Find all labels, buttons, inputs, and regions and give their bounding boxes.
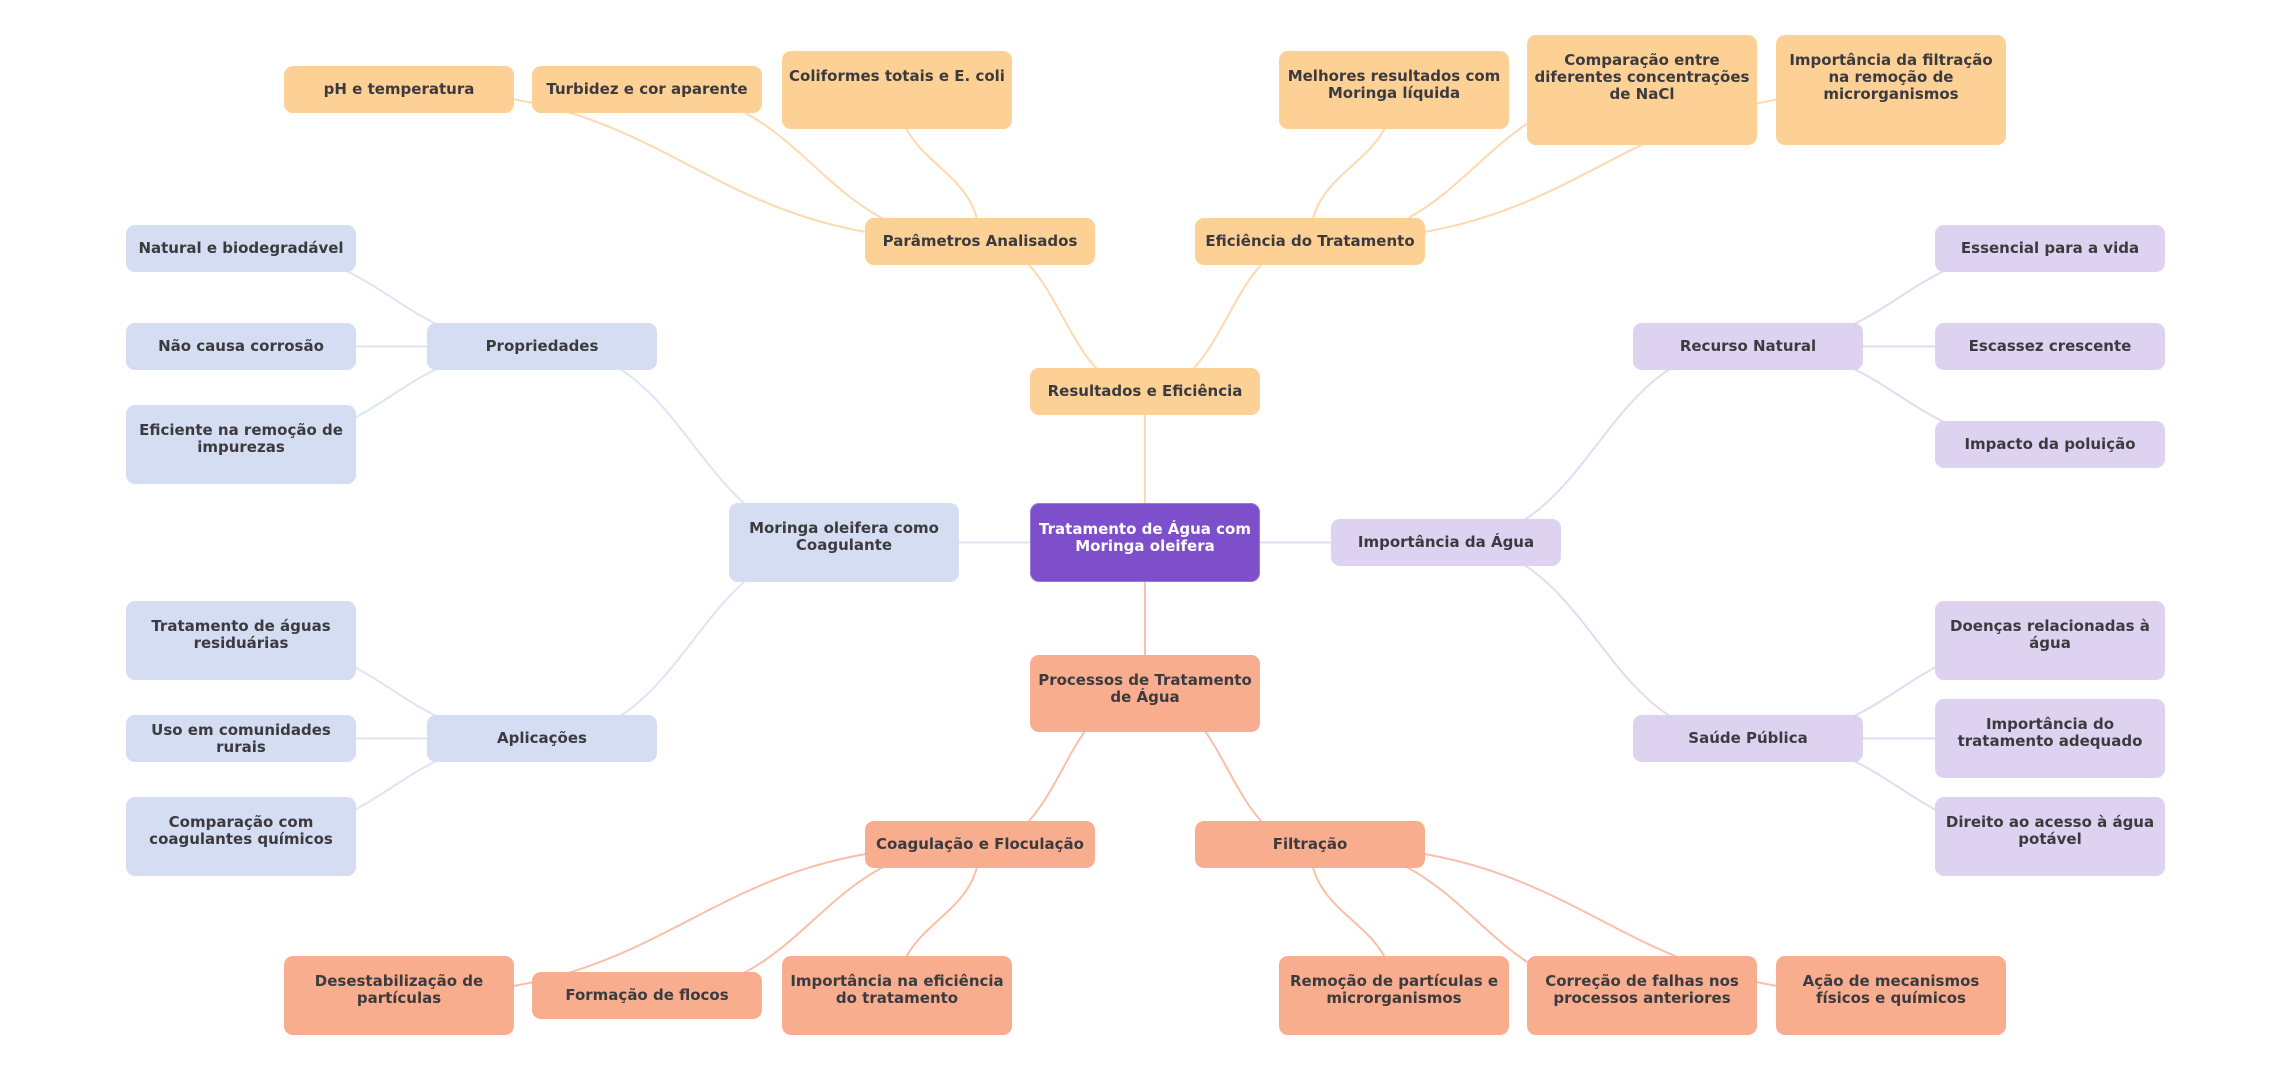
node-label: Parâmetros Analisados	[882, 232, 1078, 250]
node-parametros-analisados[interactable]: Parâmetros Analisados	[865, 218, 1095, 265]
node-label: Turbidez e cor aparente	[546, 80, 748, 98]
node-propriedades[interactable]: Propriedades	[427, 323, 657, 370]
node-label: Propriedades	[485, 337, 599, 355]
node-label: Formação de flocos	[565, 986, 729, 1004]
node-desestabilizacao[interactable]: Desestabilização de partículas	[284, 956, 514, 1035]
node-aguas-residuarias[interactable]: Tratamento de águas residuárias	[126, 601, 356, 680]
node-label: Importância da filtração na remoção de m…	[1789, 51, 1993, 103]
node-label: Ação de mecanismos físicos e químicos	[1802, 972, 1980, 1007]
node-formacao-flocos[interactable]: Formação de flocos	[532, 972, 762, 1019]
node-saude-publica[interactable]: Saúde Pública	[1633, 715, 1863, 762]
node-label: Eficiência do Tratamento	[1205, 232, 1415, 250]
node-label: Natural e biodegradável	[138, 239, 344, 257]
node-label: Doenças relacionadas à água	[1950, 617, 2150, 652]
node-coagulacao-floculacao[interactable]: Coagulação e Floculação	[865, 821, 1095, 868]
node-nao-causa-corrosao[interactable]: Não causa corrosão	[126, 323, 356, 370]
node-resultados-e-eficiencia[interactable]: Resultados e Eficiência	[1030, 368, 1260, 415]
node-label: Essencial para a vida	[1960, 239, 2140, 257]
node-recurso-natural[interactable]: Recurso Natural	[1633, 323, 1863, 370]
node-escassez[interactable]: Escassez crescente	[1935, 323, 2165, 370]
edge-importancia_agua-to-recurso	[1445, 345, 1749, 544]
node-label: Não causa corrosão	[158, 337, 324, 355]
node-label: Remoção de partículas e microrganismos	[1289, 972, 1499, 1007]
node-label: Processos de Tratamento de Água	[1038, 671, 1252, 706]
node-filtracao[interactable]: Filtração	[1195, 821, 1425, 868]
node-label: Correção de falhas nos processos anterio…	[1545, 972, 1739, 1007]
node-impacto-poluicao[interactable]: Impacto da poluição	[1935, 421, 2165, 468]
node-label: Aplicações	[497, 729, 587, 747]
root-node-label: Tratamento de Água com Moringa oleifera	[1039, 520, 1251, 555]
node-coliformes[interactable]: Coliformes totais e E. coli	[782, 51, 1012, 129]
node-importancia-eficiencia[interactable]: Importância na eficiência do tratamento	[782, 956, 1012, 1035]
node-melhores-resultados[interactable]: Melhores resultados com Moringa líquida	[1279, 51, 1509, 129]
node-label: Uso em comunidades rurais	[151, 720, 331, 756]
node-importancia-tratamento[interactable]: Importância do tratamento adequado	[1935, 699, 2165, 778]
node-label: Melhores resultados com Moringa líquida	[1287, 67, 1501, 102]
edge-importancia_agua-to-saude	[1445, 541, 1749, 740]
node-moringa-coagulante[interactable]: Moringa oleifera como Coagulante	[729, 503, 959, 582]
node-label: Desestabilização de partículas	[314, 972, 484, 1007]
node-eficiencia-do-tratamento[interactable]: Eficiência do Tratamento	[1195, 218, 1425, 265]
node-comunidades-rurais[interactable]: Uso em comunidades rurais	[126, 715, 356, 762]
node-label: Moringa oleifera como Coagulante	[749, 519, 939, 554]
node-eficiente-remocao[interactable]: Eficiente na remoção de impurezas	[126, 405, 356, 484]
node-ph-temperatura[interactable]: pH e temperatura	[284, 66, 514, 113]
node-label: Coliformes totais e E. coli	[789, 67, 1005, 85]
node-importancia-filtracao[interactable]: Importância da filtração na remoção de m…	[1776, 35, 2006, 145]
node-label: Eficiente na remoção de impurezas	[139, 421, 343, 456]
node-doencas[interactable]: Doenças relacionadas à água	[1935, 601, 2165, 680]
node-coagulantes-quimicos[interactable]: Comparação com coagulantes químicos	[126, 797, 356, 876]
node-aplicacoes[interactable]: Aplicações	[427, 715, 657, 762]
node-label: Recurso Natural	[1679, 337, 1817, 355]
node-remocao-particulas[interactable]: Remoção de partículas e microrganismos	[1279, 956, 1509, 1035]
node-label: Comparação entre diferentes concentraçõe…	[1534, 51, 1750, 103]
node-correcao-falhas[interactable]: Correção de falhas nos processos anterio…	[1527, 956, 1757, 1035]
node-label: Importância da Água	[1357, 533, 1535, 551]
node-label: Saúde Pública	[1688, 729, 1808, 747]
node-natural-biodegradavel[interactable]: Natural e biodegradável	[126, 225, 356, 272]
root-node[interactable]: Tratamento de Água com Moringa oleifera	[1030, 503, 1260, 582]
node-label: Importância na eficiência do tratamento	[790, 972, 1004, 1007]
node-comparacao-nacl[interactable]: Comparação entre diferentes concentraçõe…	[1527, 35, 1757, 145]
node-importancia-da-agua[interactable]: Importância da Água	[1331, 519, 1561, 566]
node-direito-agua[interactable]: Direito ao acesso à água potável	[1935, 797, 2165, 876]
node-label: Escassez crescente	[1968, 337, 2132, 355]
node-label: Tratamento de águas residuárias	[151, 617, 331, 652]
node-label: Comparação com coagulantes químicos	[149, 813, 333, 848]
node-turbidez[interactable]: Turbidez e cor aparente	[532, 66, 762, 113]
node-essencial-vida[interactable]: Essencial para a vida	[1935, 225, 2165, 272]
node-label: Importância do tratamento adequado	[1957, 715, 2143, 750]
node-label: pH e temperatura	[323, 80, 475, 98]
node-label: Impacto da poluição	[1964, 435, 2136, 453]
node-label: Coagulação e Floculação	[876, 835, 1084, 853]
node-label: Direito ao acesso à água potável	[1945, 813, 2155, 848]
node-acao-mecanismos[interactable]: Ação de mecanismos físicos e químicos	[1776, 956, 2006, 1035]
node-processos-tratamento[interactable]: Processos de Tratamento de Água	[1030, 655, 1260, 732]
node-label: Resultados e Eficiência	[1047, 382, 1243, 400]
node-label: Filtração	[1272, 835, 1348, 853]
